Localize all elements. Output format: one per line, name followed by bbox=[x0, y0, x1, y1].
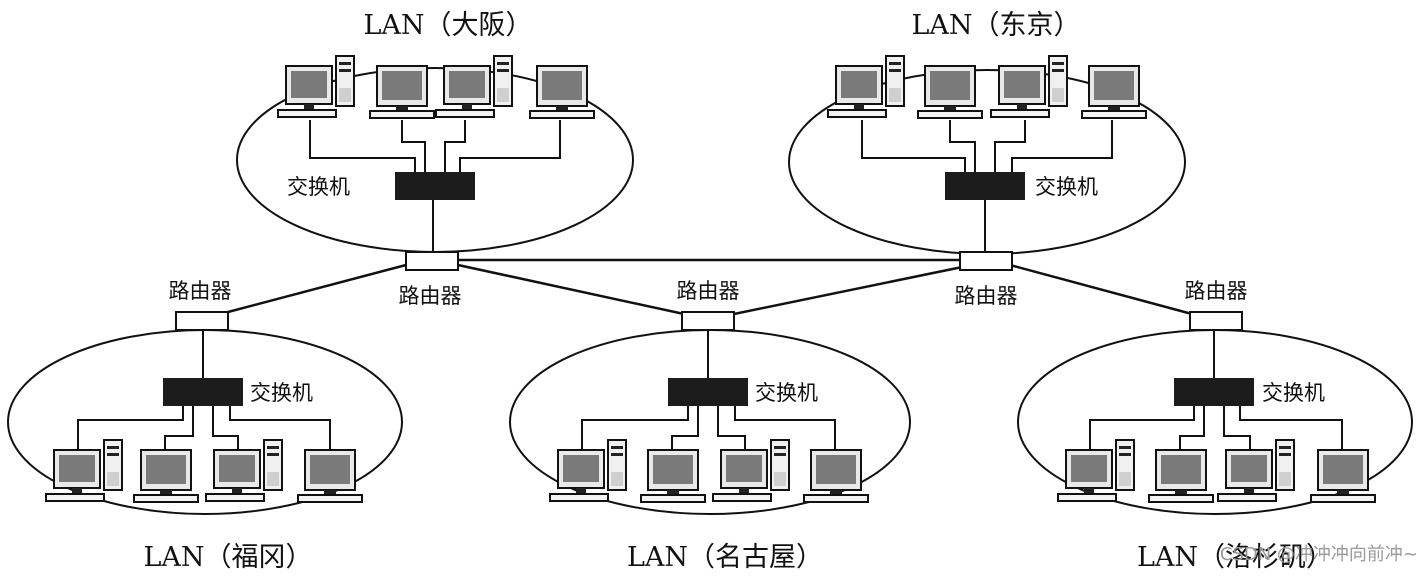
pc-computer bbox=[712, 439, 790, 502]
lan-label: LAN（东京） bbox=[911, 10, 1080, 41]
pc-computer bbox=[133, 449, 199, 503]
switch-label: 交换机 bbox=[755, 381, 818, 405]
lan-tokyo: 交换机 LAN（东京） bbox=[788, 10, 1186, 255]
pc-computer bbox=[1057, 439, 1135, 502]
pc-computer bbox=[297, 449, 363, 503]
cabling bbox=[861, 120, 1113, 254]
lan-label: LAN（洛杉矶） bbox=[1137, 542, 1333, 573]
pc-computer bbox=[45, 439, 123, 502]
pc-computer bbox=[1148, 449, 1214, 503]
cabling bbox=[77, 330, 331, 454]
pc-computer bbox=[640, 449, 706, 503]
switch-box bbox=[163, 378, 243, 406]
router-box bbox=[175, 311, 229, 331]
pc-computer bbox=[549, 439, 627, 502]
router-label: 路由器 bbox=[399, 284, 462, 308]
switch-label: 交换机 bbox=[1035, 175, 1098, 199]
router-label: 路由器 bbox=[955, 284, 1018, 308]
lan-los-angeles: 交换机 LAN（洛杉矶） bbox=[1017, 329, 1413, 573]
pc-computer bbox=[1310, 449, 1376, 503]
pc-computer bbox=[369, 65, 435, 119]
switch-box bbox=[668, 378, 748, 406]
switch-box bbox=[395, 172, 475, 200]
cabling bbox=[1089, 330, 1343, 454]
routers: 路由器 路由器 路由器 路由器 路由器 bbox=[169, 251, 1248, 331]
link-tokyo-nagoya bbox=[733, 263, 973, 316]
pc-computer bbox=[529, 65, 595, 119]
lan-nagoya: 交换机 LAN（名古屋） bbox=[509, 329, 911, 573]
router-label: 路由器 bbox=[1185, 279, 1248, 303]
pc-computer bbox=[1081, 65, 1147, 119]
link-osaka-fukuoka bbox=[227, 263, 407, 314]
backbone-links bbox=[227, 258, 1193, 316]
lan-fukuoka: 交换机 LAN（福冈） bbox=[7, 329, 403, 573]
pc-computer bbox=[803, 449, 869, 503]
router-box bbox=[1189, 311, 1243, 331]
cabling bbox=[309, 120, 561, 252]
pc-computer bbox=[990, 55, 1068, 118]
lan-label: LAN（福冈） bbox=[143, 542, 312, 573]
pc-computer bbox=[917, 65, 983, 119]
watermark-text: CSDN @冲冲冲向前冲~ bbox=[1220, 544, 1418, 565]
lan-label: LAN（名古屋） bbox=[627, 542, 823, 573]
switch-box bbox=[945, 172, 1025, 200]
switch-box bbox=[1174, 378, 1254, 406]
switch-label: 交换机 bbox=[250, 381, 313, 405]
lan-label: LAN（大阪） bbox=[363, 10, 532, 41]
switch-label: 交换机 bbox=[1262, 381, 1325, 405]
router-label: 路由器 bbox=[677, 279, 740, 303]
router-box bbox=[405, 251, 459, 271]
lan-osaka: 交换机 LAN（大阪） bbox=[236, 10, 634, 253]
link-osaka-nagoya bbox=[457, 263, 685, 316]
pc-computer bbox=[827, 55, 905, 118]
router-box bbox=[681, 311, 735, 331]
link-tokyo-la bbox=[1009, 263, 1193, 316]
pc-computer bbox=[205, 439, 283, 502]
router-label: 路由器 bbox=[169, 279, 232, 303]
pc-computer bbox=[1217, 439, 1295, 502]
cabling bbox=[581, 330, 836, 454]
switch-label: 交换机 bbox=[287, 175, 350, 199]
pc-computer bbox=[435, 55, 513, 118]
pc-computer bbox=[277, 55, 355, 118]
router-box bbox=[959, 251, 1013, 271]
